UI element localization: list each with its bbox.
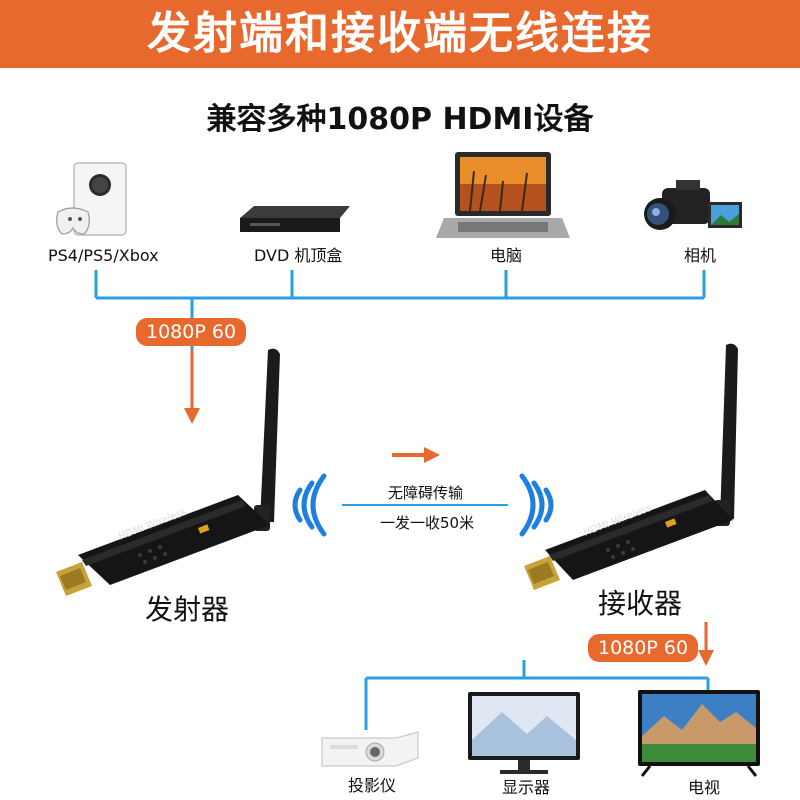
tv-icon (638, 690, 760, 776)
direction-arrow (392, 447, 440, 463)
receiver-label: 接收器 (598, 582, 682, 622)
source-label-console: PS4/PS5/Xbox (48, 246, 159, 265)
camcorder-icon (644, 180, 742, 230)
console-icon (57, 163, 126, 235)
output-resolution-badge: 1080P 60 (588, 634, 698, 662)
output-down-arrow (698, 622, 714, 666)
output-label-monitor: 显示器 (502, 774, 550, 798)
laptop-icon (436, 152, 570, 238)
input-resolution-badge: 1080P 60 (136, 318, 246, 346)
output-label-tv: 电视 (688, 774, 720, 798)
output-label-projector: 投影仪 (348, 772, 396, 796)
input-down-arrow (184, 350, 200, 424)
wireless-text-line1: 无障碍传输 (388, 482, 463, 503)
transmitter-device: HDMI Wireless (56, 349, 280, 596)
wireless-text-line2: 一发一收50米 (380, 512, 474, 533)
source-label-dvd: DVD 机顶盒 (254, 242, 342, 266)
source-label-camera: 相机 (684, 242, 716, 266)
transmit-signal-icon (295, 476, 324, 534)
dvd-player-icon (240, 206, 350, 232)
source-label-computer: 电脑 (490, 242, 522, 266)
receiver-device: HDMI Wireless (524, 344, 738, 590)
transmitter-label: 发射器 (145, 588, 229, 628)
projector-icon (322, 732, 418, 766)
monitor-icon (468, 692, 580, 774)
receive-signal-icon (522, 476, 551, 534)
